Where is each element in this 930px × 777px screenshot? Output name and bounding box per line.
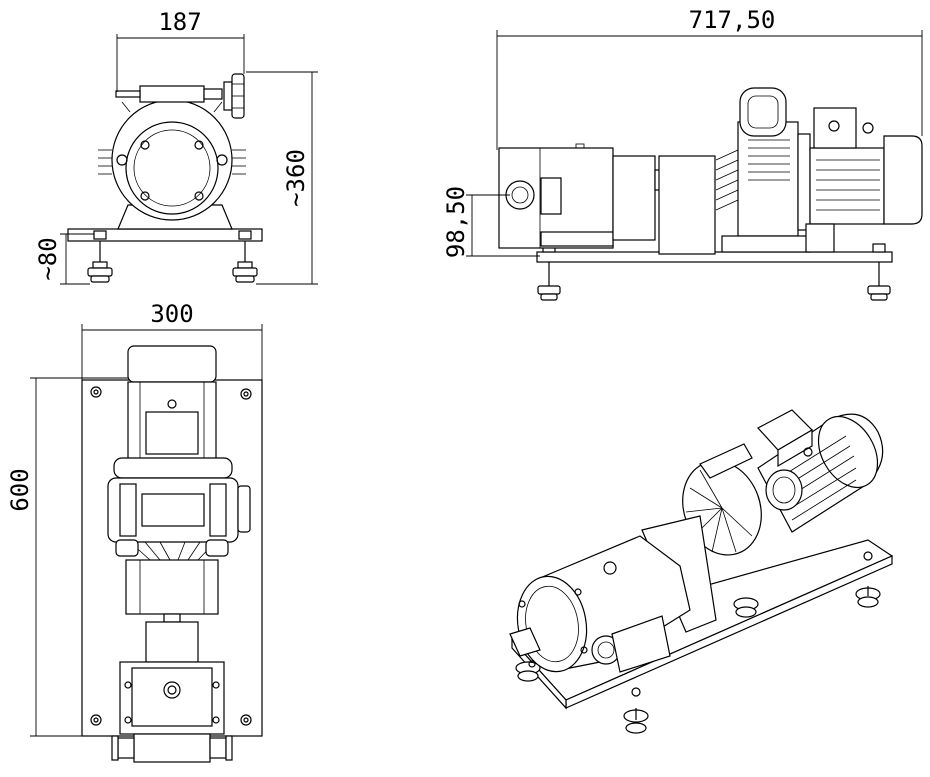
dim-side-inlet-label: 98,50 (442, 186, 470, 258)
side-view: 717,50 98,50 (442, 6, 923, 301)
dim-side-inlet: 98,50 (442, 186, 540, 258)
iso-view (509, 409, 894, 734)
dim-side-length-label: 717,50 (689, 6, 776, 34)
dim-front-foot-label: ~80 (34, 237, 62, 280)
dim-front-width: 187 (116, 8, 245, 92)
top-view: 300 600 (6, 300, 263, 763)
dim-top-width: 300 (81, 300, 263, 380)
side-terminal-box (813, 107, 857, 149)
dim-side-length: 717,50 (496, 6, 923, 150)
dim-top-length-label: 600 (6, 468, 34, 511)
dim-front-foot: ~80 (34, 233, 94, 285)
side-bearing-housing (658, 155, 716, 255)
front-top-housing (139, 85, 205, 103)
top-pump-cover (111, 661, 233, 763)
front-foot-left (87, 230, 113, 283)
iso-pump-body (509, 535, 691, 673)
top-pump-head (125, 559, 219, 615)
front-pump-cover (125, 121, 219, 215)
side-handwheel (739, 87, 787, 137)
front-cover-bolts (116, 140, 228, 201)
dim-front-width-label: 187 (158, 8, 201, 36)
iso-motor (757, 409, 884, 533)
dim-front-height-label: ~360 (282, 149, 310, 207)
iso-feet (515, 586, 881, 734)
dim-top-length: 600 (6, 377, 128, 737)
top-motor (127, 345, 217, 467)
dim-top-width-label: 300 (150, 300, 193, 328)
front-view: 187 ~360 ~80 (34, 8, 318, 285)
top-gear-housing (107, 477, 251, 561)
top-bolts (90, 386, 252, 726)
side-lantern (715, 121, 811, 253)
front-fins (98, 101, 246, 175)
dim-front-height: ~360 (246, 71, 318, 285)
front-handwheel (223, 73, 245, 119)
side-inlet-port (505, 180, 535, 210)
front-foot-right (232, 230, 258, 283)
top-terminal-box (145, 411, 199, 455)
side-foot-right (867, 243, 891, 301)
side-motor (797, 107, 923, 253)
top-shaft-block (145, 621, 199, 663)
side-gear-stage (612, 155, 656, 241)
